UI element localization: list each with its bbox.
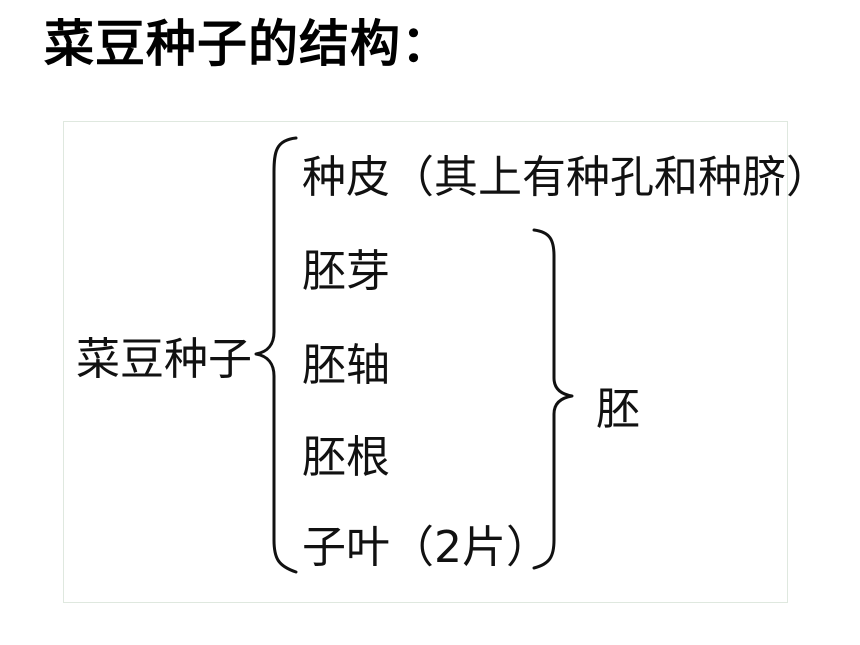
left-curly-brace xyxy=(254,136,298,574)
brace-lines xyxy=(254,136,574,574)
embryo-group-label: 胚 xyxy=(596,384,640,435)
page-title: 菜豆种子的结构： xyxy=(44,15,452,73)
seed-part-cotyledon: 子叶（2片） xyxy=(302,522,550,573)
seed-part-seed-coat: 种皮（其上有种孔和种脐） xyxy=(302,152,830,203)
seed-root-label: 菜豆种子 xyxy=(76,334,252,385)
seed-part-hypocotyl: 胚轴 xyxy=(302,340,390,391)
right-curly-brace xyxy=(532,228,574,570)
seed-part-plumule: 胚芽 xyxy=(302,246,390,297)
seed-part-radicle: 胚根 xyxy=(302,432,390,483)
seed-structure-diagram: 菜豆种子 种皮（其上有种孔和种脐） 胚芽 胚轴 胚根 子叶（2片） 胚 xyxy=(63,121,830,603)
